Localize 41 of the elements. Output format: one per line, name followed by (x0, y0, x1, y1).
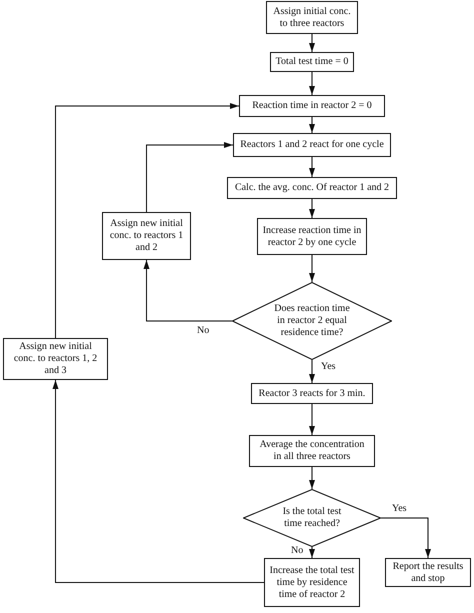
process-box (251, 383, 373, 404)
process-box (264, 558, 360, 607)
arrow (309, 198, 315, 218)
step-text: Average the concentration in all three reactors (258, 439, 366, 463)
step-text: Total test time = 0 (274, 56, 350, 68)
process-box (249, 435, 375, 467)
arrow (309, 546, 315, 558)
step-text: Increase the total test time by residence time of reactor 2 (268, 564, 356, 600)
step-text: Assign new initial conc. to reactors 1, 2 and 3 (12, 341, 98, 377)
step-text: Report the results and stop (392, 560, 464, 584)
arrow (309, 156, 315, 178)
arrow (52, 380, 264, 583)
process-box (239, 95, 385, 117)
arrow (144, 260, 232, 322)
arrow (309, 466, 315, 490)
arrow (146, 142, 234, 212)
arrow (55, 103, 240, 338)
process-box (385, 558, 471, 587)
arrow (309, 404, 315, 436)
step-text: Assign initial conc. to three reactors (272, 6, 352, 30)
process-box (233, 133, 391, 157)
process-box (270, 52, 354, 72)
step-text: Reaction time in reactor 2 = 0 (251, 100, 373, 112)
arrow (309, 34, 315, 52)
question-text: Is the total test time reached? (282, 506, 342, 530)
step-text: Reactor 3 reacts for 3 min. (258, 388, 366, 400)
process-box (266, 1, 358, 34)
process-box (102, 212, 191, 260)
arrow (380, 518, 431, 558)
step-text: Calc. the avg. conc. Of reactor 1 and 2 (234, 182, 390, 194)
process-box (3, 338, 108, 380)
arrow (309, 254, 315, 282)
arrow (309, 360, 315, 384)
arrow (309, 116, 315, 134)
step-text: Increase reaction time in reactor 2 by one cycle (262, 224, 362, 248)
question-text: Does reaction time in reactor 2 equal residence time? (273, 303, 351, 339)
process-box (227, 177, 397, 199)
step-text: Assign new initial conc. to reactors 1 and 2 (108, 218, 184, 254)
arrow (309, 72, 315, 96)
process-box (257, 218, 367, 255)
step-text: Reactors 1 and 2 react for one cycle (239, 139, 385, 151)
